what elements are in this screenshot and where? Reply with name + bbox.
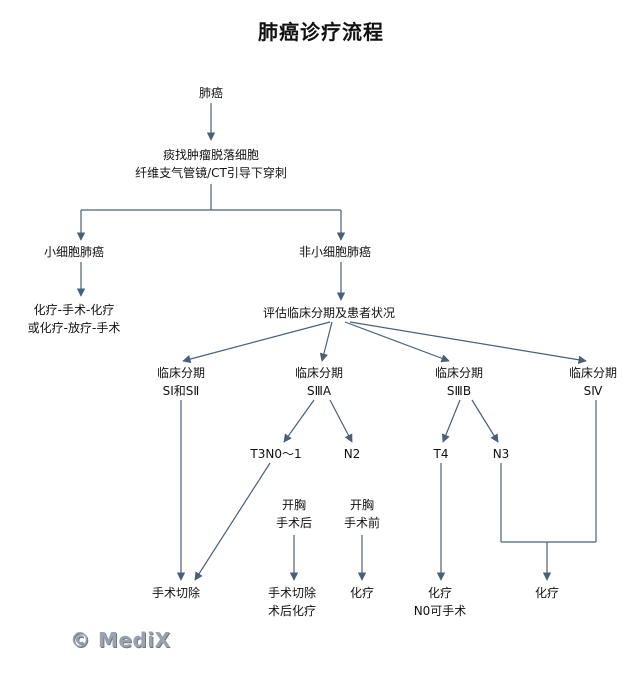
- diagram-title: 肺癌诊疗流程: [258, 20, 384, 44]
- node-stage-4: 临床分期 SⅣ: [569, 364, 617, 400]
- node-stage-3b: 临床分期 SⅢB: [435, 364, 483, 400]
- open-post-line-1: 开胸: [281, 498, 307, 512]
- stage3a-line-1: 临床分期: [294, 366, 344, 380]
- node-diagnosis: 痰找肿瘤脱落细胞 纤维支气管镜/CT引导下穿刺: [135, 146, 287, 182]
- sclc-tx-line-1: 化疗-手术-化疗: [33, 303, 115, 317]
- medix-logo: © MediX: [70, 628, 171, 652]
- edge-stage3a-to-t3n0: [283, 399, 315, 443]
- edge-assess-to-stage3b: [344, 321, 450, 363]
- node-t3n0: T3N0～1: [250, 447, 302, 461]
- diagnosis-line-2: 纤维支气管镜/CT引导下穿刺: [135, 166, 287, 180]
- node-open-chest-pre: 开胸 手术前: [344, 496, 380, 532]
- open-pre-line-2: 手术前: [343, 516, 381, 530]
- node-chemo-after-open: 化疗: [349, 586, 375, 600]
- node-nsclc: 非小细胞肺癌: [298, 245, 372, 259]
- node-chemo-t4: 化疗 N0可手术: [414, 584, 467, 620]
- stage4-line-2: SⅣ: [583, 384, 603, 398]
- surg-chemo-line-1: 手术切除: [267, 586, 317, 600]
- stage12-line-1: 临床分期: [156, 366, 206, 380]
- node-chemo-advanced: 化疗: [534, 586, 560, 600]
- chemo-t4-line-2: N0可手术: [413, 604, 467, 618]
- open-post-line-2: 手术后: [275, 516, 313, 530]
- node-t4: T4: [433, 447, 449, 461]
- sclc-tx-line-2: 或化疗-放疗-手术: [27, 321, 121, 335]
- node-sclc: 小细胞肺癌: [43, 245, 105, 259]
- node-surgery: 手术切除: [151, 586, 201, 600]
- stage4-line-1: 临床分期: [568, 366, 618, 380]
- node-stage-1-2: 临床分期 SⅠ和SⅡ: [157, 364, 205, 400]
- edge-assess-to-stage12: [182, 321, 331, 364]
- node-n3: N3: [492, 447, 510, 461]
- edge-assess-to-stage3a: [319, 321, 333, 362]
- edge-stage3b-to-t4: [441, 399, 461, 443]
- edge-stage3a-to-n2: [329, 399, 353, 443]
- edge-assess-to-stage4: [349, 321, 587, 364]
- stage3b-line-1: 临床分期: [434, 366, 484, 380]
- node-lung-cancer: 肺癌: [198, 86, 224, 100]
- node-sclc-treatment: 化疗-手术-化疗 或化疗-放疗-手术: [28, 301, 121, 337]
- node-assess-staging: 评估临床分期及患者状况: [262, 306, 396, 320]
- node-n2: N2: [343, 447, 361, 461]
- chemo-t4-line-1: 化疗: [427, 586, 452, 600]
- node-open-chest-post: 开胸 手术后: [276, 496, 312, 532]
- node-surgery-chemo: 手术切除 术后化疗: [268, 584, 316, 620]
- open-pre-line-1: 开胸: [349, 498, 375, 512]
- node-stage-3a: 临床分期 SⅢA: [295, 364, 343, 400]
- stage3b-line-2: SⅢB: [446, 384, 472, 398]
- edge-t3n0-to-surgery: [194, 462, 271, 581]
- stage3a-line-2: SⅢA: [306, 384, 332, 398]
- stage12-line-2: SⅠ和SⅡ: [162, 384, 200, 398]
- diagnosis-line-1: 痰找肿瘤脱落细胞: [162, 148, 260, 162]
- edge-stage3b-to-n3: [471, 399, 499, 443]
- surg-chemo-line-2: 术后化疗: [267, 604, 317, 618]
